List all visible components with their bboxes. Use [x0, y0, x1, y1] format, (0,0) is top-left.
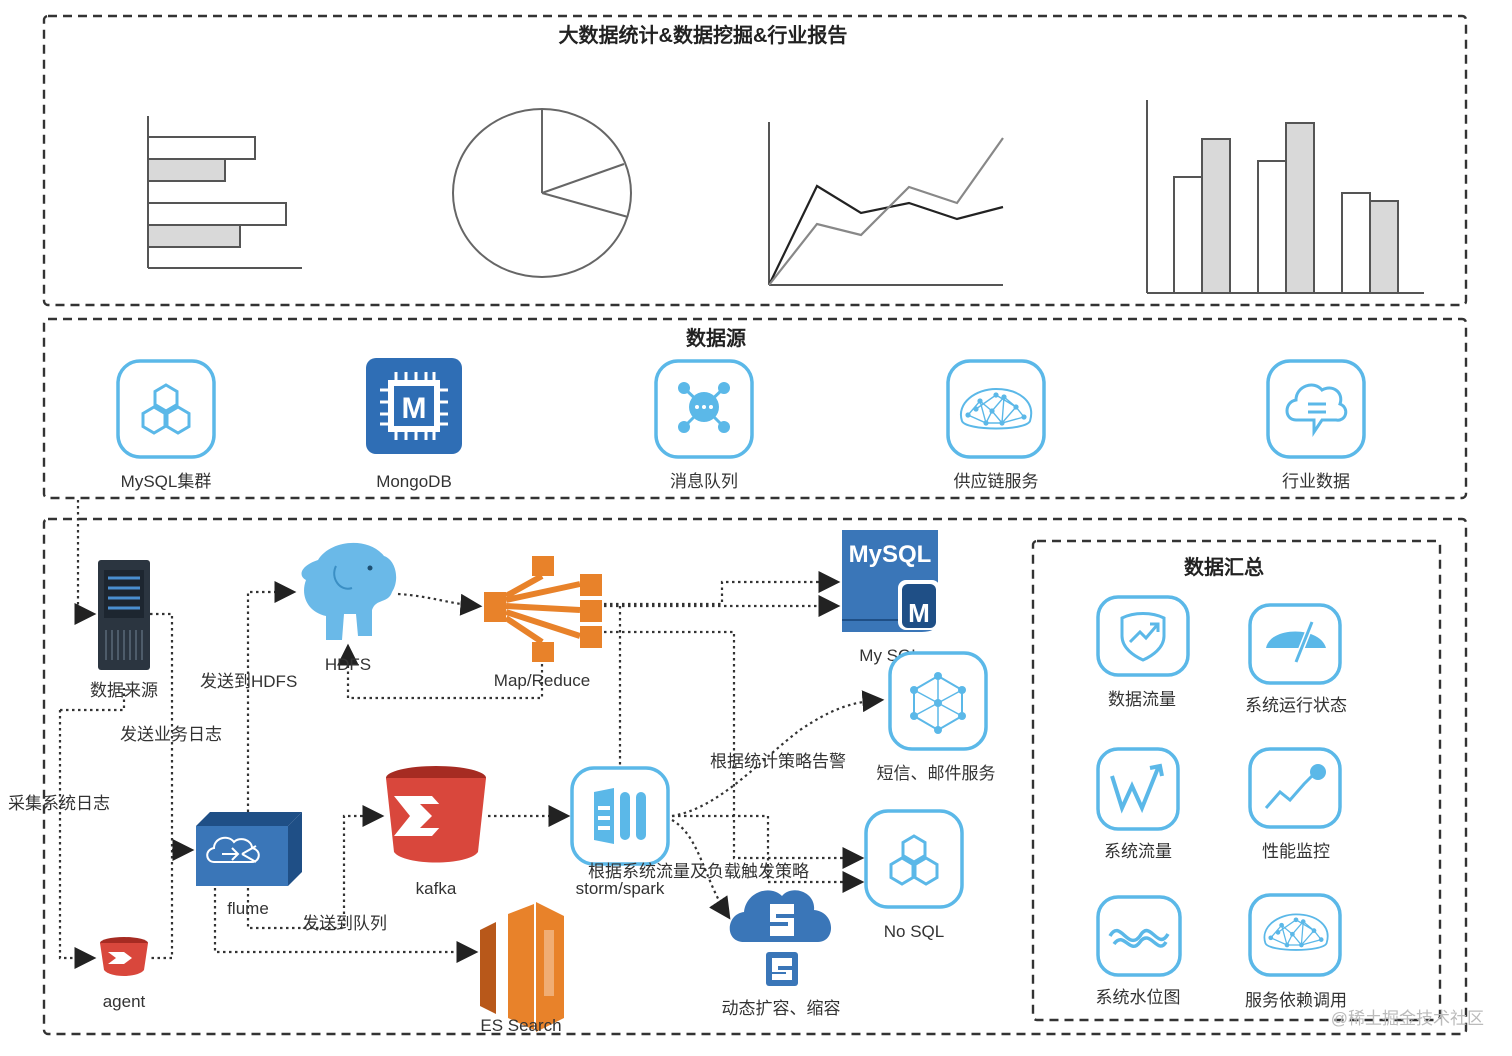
arrow-sources-to-datasource [74, 500, 97, 625]
stream-bars-icon [594, 788, 646, 844]
summary-water-level[interactable]: 系统水位图 [1096, 895, 1182, 1007]
report-title: 大数据统计&数据挖掘&行业报告 [559, 23, 848, 47]
flow-label-send-queue: 发送到队列 [302, 914, 387, 933]
decorative-hbar-chart [147, 116, 302, 269]
node-label: flume [227, 899, 269, 918]
summary-service-dependency[interactable]: 服务依赖调用 [1245, 893, 1347, 1010]
decorative-pie-chart [452, 108, 632, 278]
flume-node[interactable]: flume [196, 812, 302, 918]
source-label: 供应链服务 [954, 472, 1039, 491]
source-label: 消息队列 [670, 472, 738, 491]
arrow-flume-to-hdfs [246, 581, 297, 812]
node-label: No SQL [884, 922, 944, 941]
mapreduce-node[interactable]: Map/Reduce [484, 556, 602, 690]
decorative-vbar-chart [1146, 100, 1424, 294]
arrow-mapreduce-to-mysql-1 [604, 571, 841, 606]
cloud-chat-icon [1285, 383, 1348, 437]
memory-chip-icon: M [380, 372, 448, 440]
kafka-node[interactable]: kafka [386, 766, 486, 898]
node-label: HDFS [325, 655, 371, 674]
node-label: storm/spark [576, 879, 665, 898]
summary-performance-monitor[interactable]: 性能监控 [1248, 747, 1342, 861]
svg-text:M: M [908, 598, 930, 628]
summary-data-traffic[interactable]: 数据流量 [1096, 595, 1190, 709]
summary-label: 服务依赖调用 [1245, 991, 1347, 1010]
es-search-node[interactable]: ES Search [480, 902, 564, 1035]
svg-text:M: M [402, 392, 427, 425]
wave-icon [1108, 928, 1170, 948]
shield-trend-icon [1120, 612, 1166, 662]
node-label: kafka [416, 879, 457, 898]
scaling-node[interactable]: 动态扩容、缩容 [722, 890, 841, 1018]
summary-label: 系统运行状态 [1245, 696, 1347, 715]
node-label: ES Search [480, 1016, 561, 1035]
network-hex-icon [910, 672, 966, 734]
mysql-node[interactable]: MySQL M My SQL [842, 530, 940, 665]
summary-system-status[interactable]: 系统运行状态 [1245, 603, 1347, 715]
node-label: 动态扩容、缩容 [722, 999, 841, 1018]
source-label: MongoDB [376, 472, 452, 491]
summary-section-frame [1031, 539, 1442, 1022]
gauge-icon [1266, 620, 1326, 664]
flow-label-alert-policy: 根据统计策略告警 [710, 752, 846, 771]
source-mongodb[interactable]: M MongoDB [366, 358, 462, 491]
source-industry-data[interactable]: 行业数据 [1266, 359, 1366, 491]
flow-label-collect-log: 采集系统日志 [8, 794, 110, 813]
watermark: @稀土掘金技术社区 [1331, 1009, 1484, 1028]
flow-connectors [58, 500, 885, 969]
sms-mail-node[interactable]: 短信、邮件服务 [877, 651, 996, 783]
flow-label-send-hdfs: 发送到HDFS [200, 672, 297, 691]
svg-text:MySQL: MySQL [849, 541, 932, 568]
sources-section-frame [42, 317, 1468, 500]
source-label: MySQL集群 [121, 472, 212, 491]
arrow-storm-to-nosql [672, 814, 865, 893]
sources-title: 数据源 [686, 326, 746, 350]
node-label: Map/Reduce [494, 671, 590, 690]
summary-system-flow[interactable]: 系统流量 [1096, 747, 1180, 861]
nosql-node[interactable]: No SQL [864, 809, 964, 941]
flow-label-trigger-policy: 根据系统流量及负载触发策略 [588, 862, 809, 881]
summary-title: 数据汇总 [1184, 555, 1264, 579]
agent-node[interactable]: agent [100, 937, 148, 1011]
source-supply-chain-service[interactable]: 供应链服务 [946, 359, 1046, 491]
data-source-server[interactable]: 数据来源 [90, 560, 158, 700]
node-label: 数据来源 [90, 681, 158, 700]
arrow-mapreduce-to-hdfs [337, 643, 544, 700]
message-hub-icon [678, 382, 730, 433]
flow-label-send-biz-log: 发送业务日志 [120, 725, 222, 744]
arrow-datasource-agent-loop [150, 612, 174, 960]
line-trend-icon [1264, 764, 1326, 809]
arrow-flume-to-kafka [246, 805, 385, 930]
node-label: agent [103, 992, 146, 1011]
summary-label: 数据流量 [1108, 690, 1176, 709]
source-message-queue[interactable]: 消息队列 [654, 359, 754, 491]
w-trend-icon [1110, 763, 1164, 814]
processing-section-frame [42, 517, 1468, 1036]
report-section-frame [42, 14, 1468, 307]
source-label: 行业数据 [1282, 472, 1350, 491]
decorative-line-chart [768, 122, 1004, 286]
summary-label: 性能监控 [1262, 842, 1330, 861]
node-label: 短信、邮件服务 [877, 764, 996, 783]
arrow-collect-log [58, 710, 97, 969]
arrow-hdfs-to-mapreduce [397, 592, 483, 616]
summary-label: 系统流量 [1104, 842, 1172, 861]
source-mysql-cluster[interactable]: MySQL集群 [116, 359, 216, 491]
summary-label: 系统水位图 [1096, 988, 1181, 1007]
storm-spark-node[interactable]: storm/spark [570, 766, 670, 898]
hdfs-node[interactable]: HDFS [301, 542, 397, 674]
